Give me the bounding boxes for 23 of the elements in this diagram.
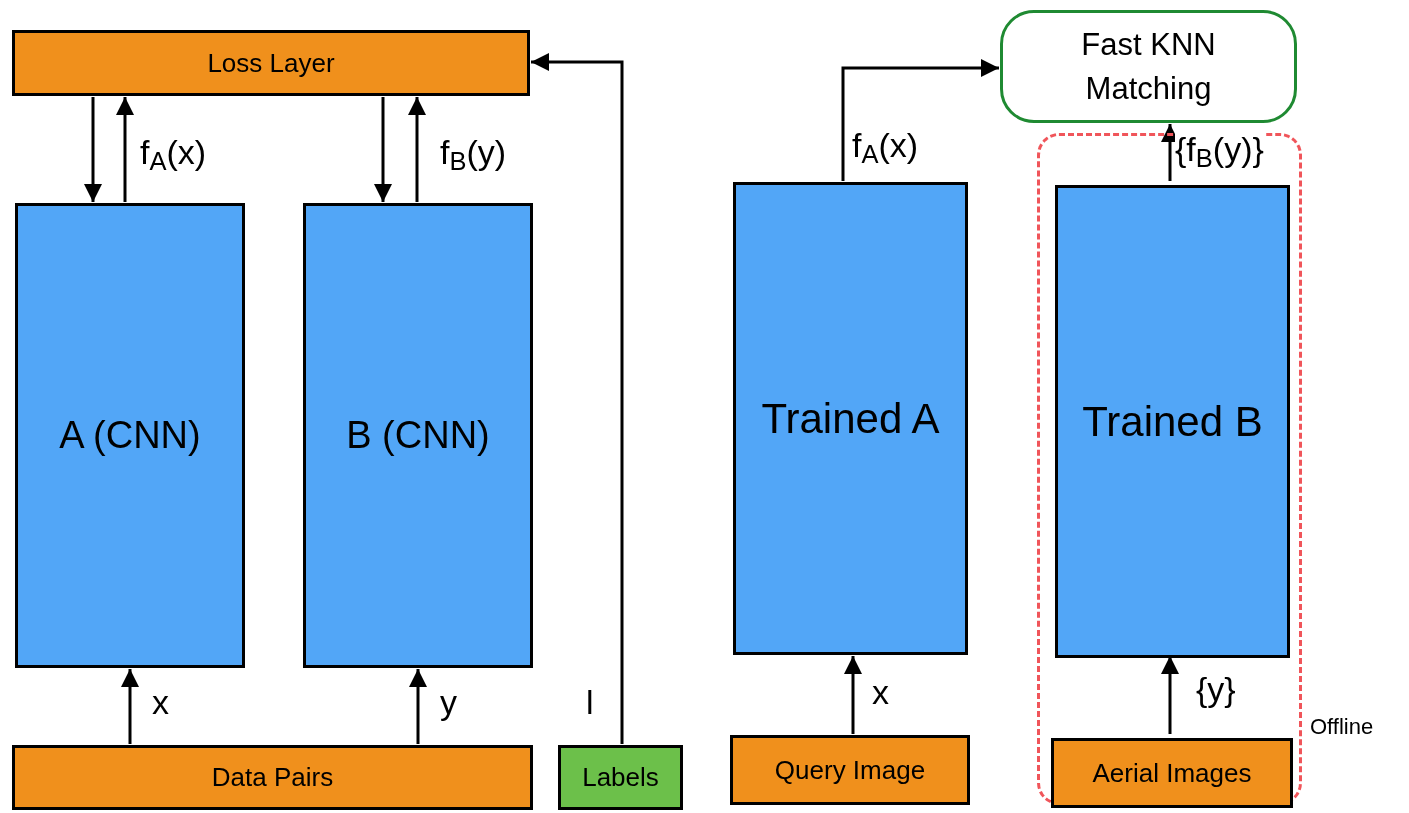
- arrow: [531, 53, 624, 744]
- network-block: Trained A: [733, 182, 968, 655]
- process-box: Data Pairs: [12, 745, 533, 810]
- arrow: [121, 669, 139, 744]
- process-box: Query Image: [730, 735, 970, 805]
- dashed-region: [1037, 133, 1302, 805]
- arrow: [1161, 656, 1179, 734]
- arrow: [374, 97, 392, 202]
- arrow: [409, 669, 427, 744]
- network-block: A (CNN): [15, 203, 245, 668]
- arrow: [841, 59, 999, 181]
- arrow: [844, 656, 862, 734]
- arrow: [84, 97, 102, 202]
- region-caption: Offline: [1310, 713, 1374, 741]
- label-box: Labels: [558, 745, 683, 810]
- arrow: [116, 97, 134, 202]
- edge-label: {f$_{B}$(y)}: [1175, 132, 1264, 166]
- process-box: Aerial Images: [1051, 738, 1293, 808]
- network-block: Trained B: [1055, 185, 1290, 658]
- process-box: Loss Layer: [12, 30, 530, 96]
- network-block: B (CNN): [303, 203, 533, 668]
- matching-box: Fast KNN Matching: [1000, 10, 1297, 123]
- arrow: [408, 97, 426, 202]
